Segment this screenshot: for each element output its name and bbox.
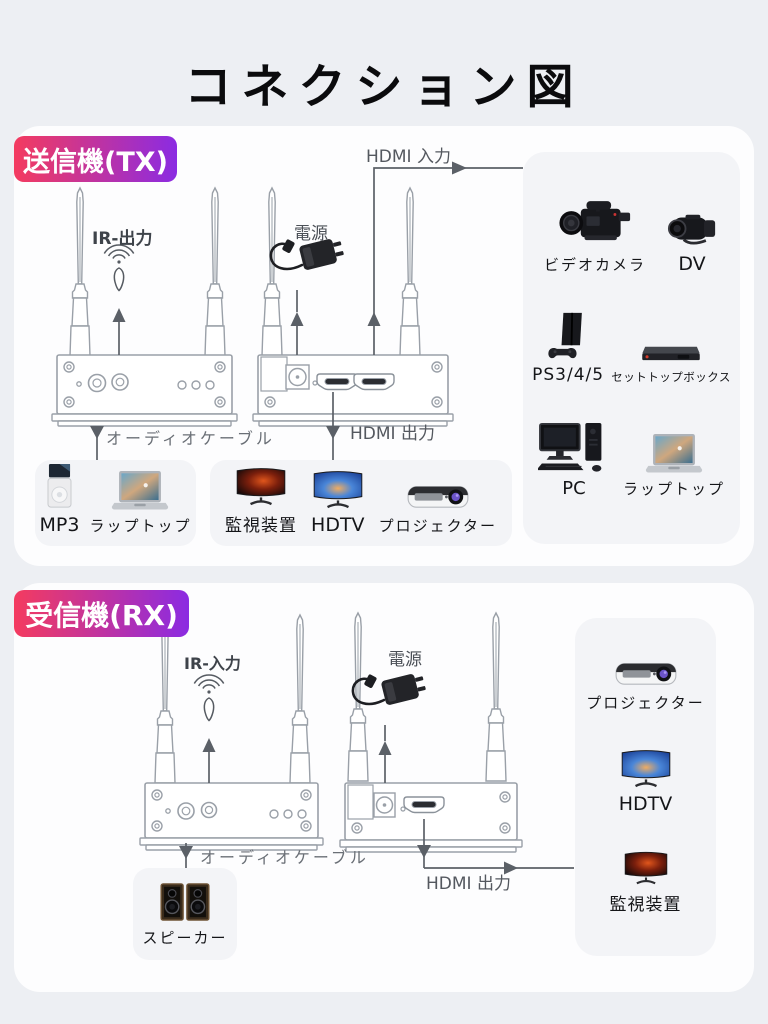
list-item: ラップトップ bbox=[89, 470, 191, 536]
rx-badge: 受信機(RX) bbox=[14, 590, 189, 637]
rx-hdmi-unit-drawing bbox=[339, 782, 523, 853]
list-item: 監視装置 bbox=[575, 850, 716, 915]
list-item: セットトップボックス bbox=[611, 341, 731, 385]
device-label: PS3/4/5 bbox=[532, 365, 605, 385]
tx-source-panel: ビデオカメラ DV bbox=[523, 152, 740, 544]
antenna-icon bbox=[204, 187, 226, 357]
tx-display-devices-box: 監視装置 HDTV プロジェクター bbox=[210, 460, 512, 546]
rx-power-label: 電源 bbox=[388, 650, 422, 670]
device-label: 監視装置 bbox=[609, 895, 682, 915]
tx-hdmi-in-label: HDMI 入力 bbox=[366, 147, 451, 167]
rx-hdmi-out-connector bbox=[417, 819, 574, 875]
mp3-player-icon bbox=[47, 463, 72, 508]
device-label: PC bbox=[562, 478, 586, 499]
device-label: プロジェクター bbox=[378, 517, 497, 535]
antenna-icon bbox=[485, 612, 507, 782]
ir-emitter-icon bbox=[193, 674, 225, 722]
speakers-icon bbox=[160, 883, 210, 921]
list-item: MP3 bbox=[39, 463, 80, 536]
list-item: プロジェクター bbox=[379, 482, 497, 536]
device-label: HDTV bbox=[311, 514, 365, 536]
list-item: スピーカー bbox=[142, 882, 227, 948]
list-item: HDTV bbox=[575, 748, 716, 815]
rx-hdmi-out-label: HDMI 出力 bbox=[426, 874, 511, 894]
list-item: HDTV bbox=[311, 469, 365, 536]
antenna-icon bbox=[261, 187, 283, 357]
device-label: ラップトップ bbox=[89, 517, 192, 535]
ir-emitter-icon bbox=[103, 244, 135, 292]
tx-hdmi-unit-drawing bbox=[252, 354, 454, 427]
page-title: コネクション図 bbox=[184, 60, 584, 115]
antenna-icon bbox=[69, 187, 91, 357]
rx-power-connector bbox=[378, 725, 392, 783]
device-label: セットトップボックス bbox=[611, 370, 731, 384]
video-camera-icon bbox=[559, 201, 631, 241]
set-top-box-icon bbox=[642, 346, 700, 361]
tx-power-connector bbox=[290, 290, 304, 355]
device-label: スピーカー bbox=[142, 929, 228, 947]
source-row: PC ラップトップ bbox=[525, 422, 738, 499]
tx-power-label: 電源 bbox=[294, 224, 328, 244]
antenna-icon bbox=[154, 614, 176, 784]
tx-hdmi-out-connector bbox=[326, 392, 340, 460]
tx-badge: 送信機(TX) bbox=[14, 136, 177, 182]
list-item: 監視装置 bbox=[225, 466, 297, 536]
rx-diagram-art bbox=[139, 612, 574, 875]
list-item: DV bbox=[665, 211, 719, 275]
rx-ir-in-label: IR-入力 bbox=[184, 654, 241, 673]
device-label: プロジェクター bbox=[586, 694, 705, 712]
antenna-icon bbox=[347, 612, 369, 782]
laptop-icon bbox=[112, 470, 169, 510]
antenna-icon bbox=[289, 614, 311, 784]
rx-ir-connector bbox=[202, 738, 216, 783]
rx-audio-unit-drawing bbox=[139, 782, 324, 851]
rx-audio-cable-label: オーディオケーブル bbox=[200, 848, 369, 867]
tx-ir-out-label: IR-出力 bbox=[92, 229, 153, 249]
device-label: ラップトップ bbox=[622, 480, 725, 498]
rx-display-panel: プロジェクター HDTV 監視装置 bbox=[575, 618, 716, 956]
device-label: ビデオカメラ bbox=[543, 256, 646, 274]
surveillance-monitor-icon bbox=[236, 468, 286, 506]
device-label: HDTV bbox=[618, 793, 673, 815]
list-item: ラップトップ bbox=[623, 433, 725, 499]
tx-audio-cable-label: オーディオケーブル bbox=[106, 429, 275, 448]
playstation-icon bbox=[548, 312, 582, 359]
device-label: MP3 bbox=[39, 514, 80, 536]
tx-audio-connector bbox=[90, 426, 104, 460]
list-item: PC bbox=[537, 422, 610, 499]
desktop-pc-icon bbox=[537, 422, 602, 472]
projector-icon bbox=[615, 663, 676, 685]
rx-audio-connector bbox=[179, 843, 193, 868]
tx-diagram-art bbox=[51, 161, 523, 460]
tx-audio-devices-box: MP3 ラップトップ bbox=[35, 460, 196, 546]
antenna-icon bbox=[399, 187, 421, 357]
list-item: PS3/4/5 bbox=[532, 312, 604, 385]
surveillance-monitor-icon bbox=[624, 851, 667, 885]
dv-camcorder-icon bbox=[667, 214, 716, 245]
laptop-icon bbox=[645, 433, 703, 473]
list-item: ビデオカメラ bbox=[544, 197, 646, 275]
power-adapter-icon bbox=[351, 670, 429, 708]
tx-audio-unit-drawing bbox=[51, 354, 238, 427]
hdtv-icon bbox=[313, 471, 363, 509]
projector-icon bbox=[407, 486, 469, 508]
device-label: DV bbox=[678, 253, 706, 275]
tx-hdmi-out-label: HDMI 出力 bbox=[350, 424, 435, 444]
list-item: プロジェクター bbox=[575, 659, 716, 713]
rx-speaker-box: スピーカー bbox=[133, 868, 237, 960]
source-row: ビデオカメラ DV bbox=[525, 197, 738, 275]
source-row: PS3/4/5 セットトップボックス bbox=[525, 312, 738, 385]
tx-ir-connector bbox=[112, 308, 126, 355]
tx-hdmi-in-connector bbox=[367, 161, 523, 355]
hdtv-icon bbox=[621, 750, 670, 788]
device-label: 監視装置 bbox=[225, 516, 298, 536]
